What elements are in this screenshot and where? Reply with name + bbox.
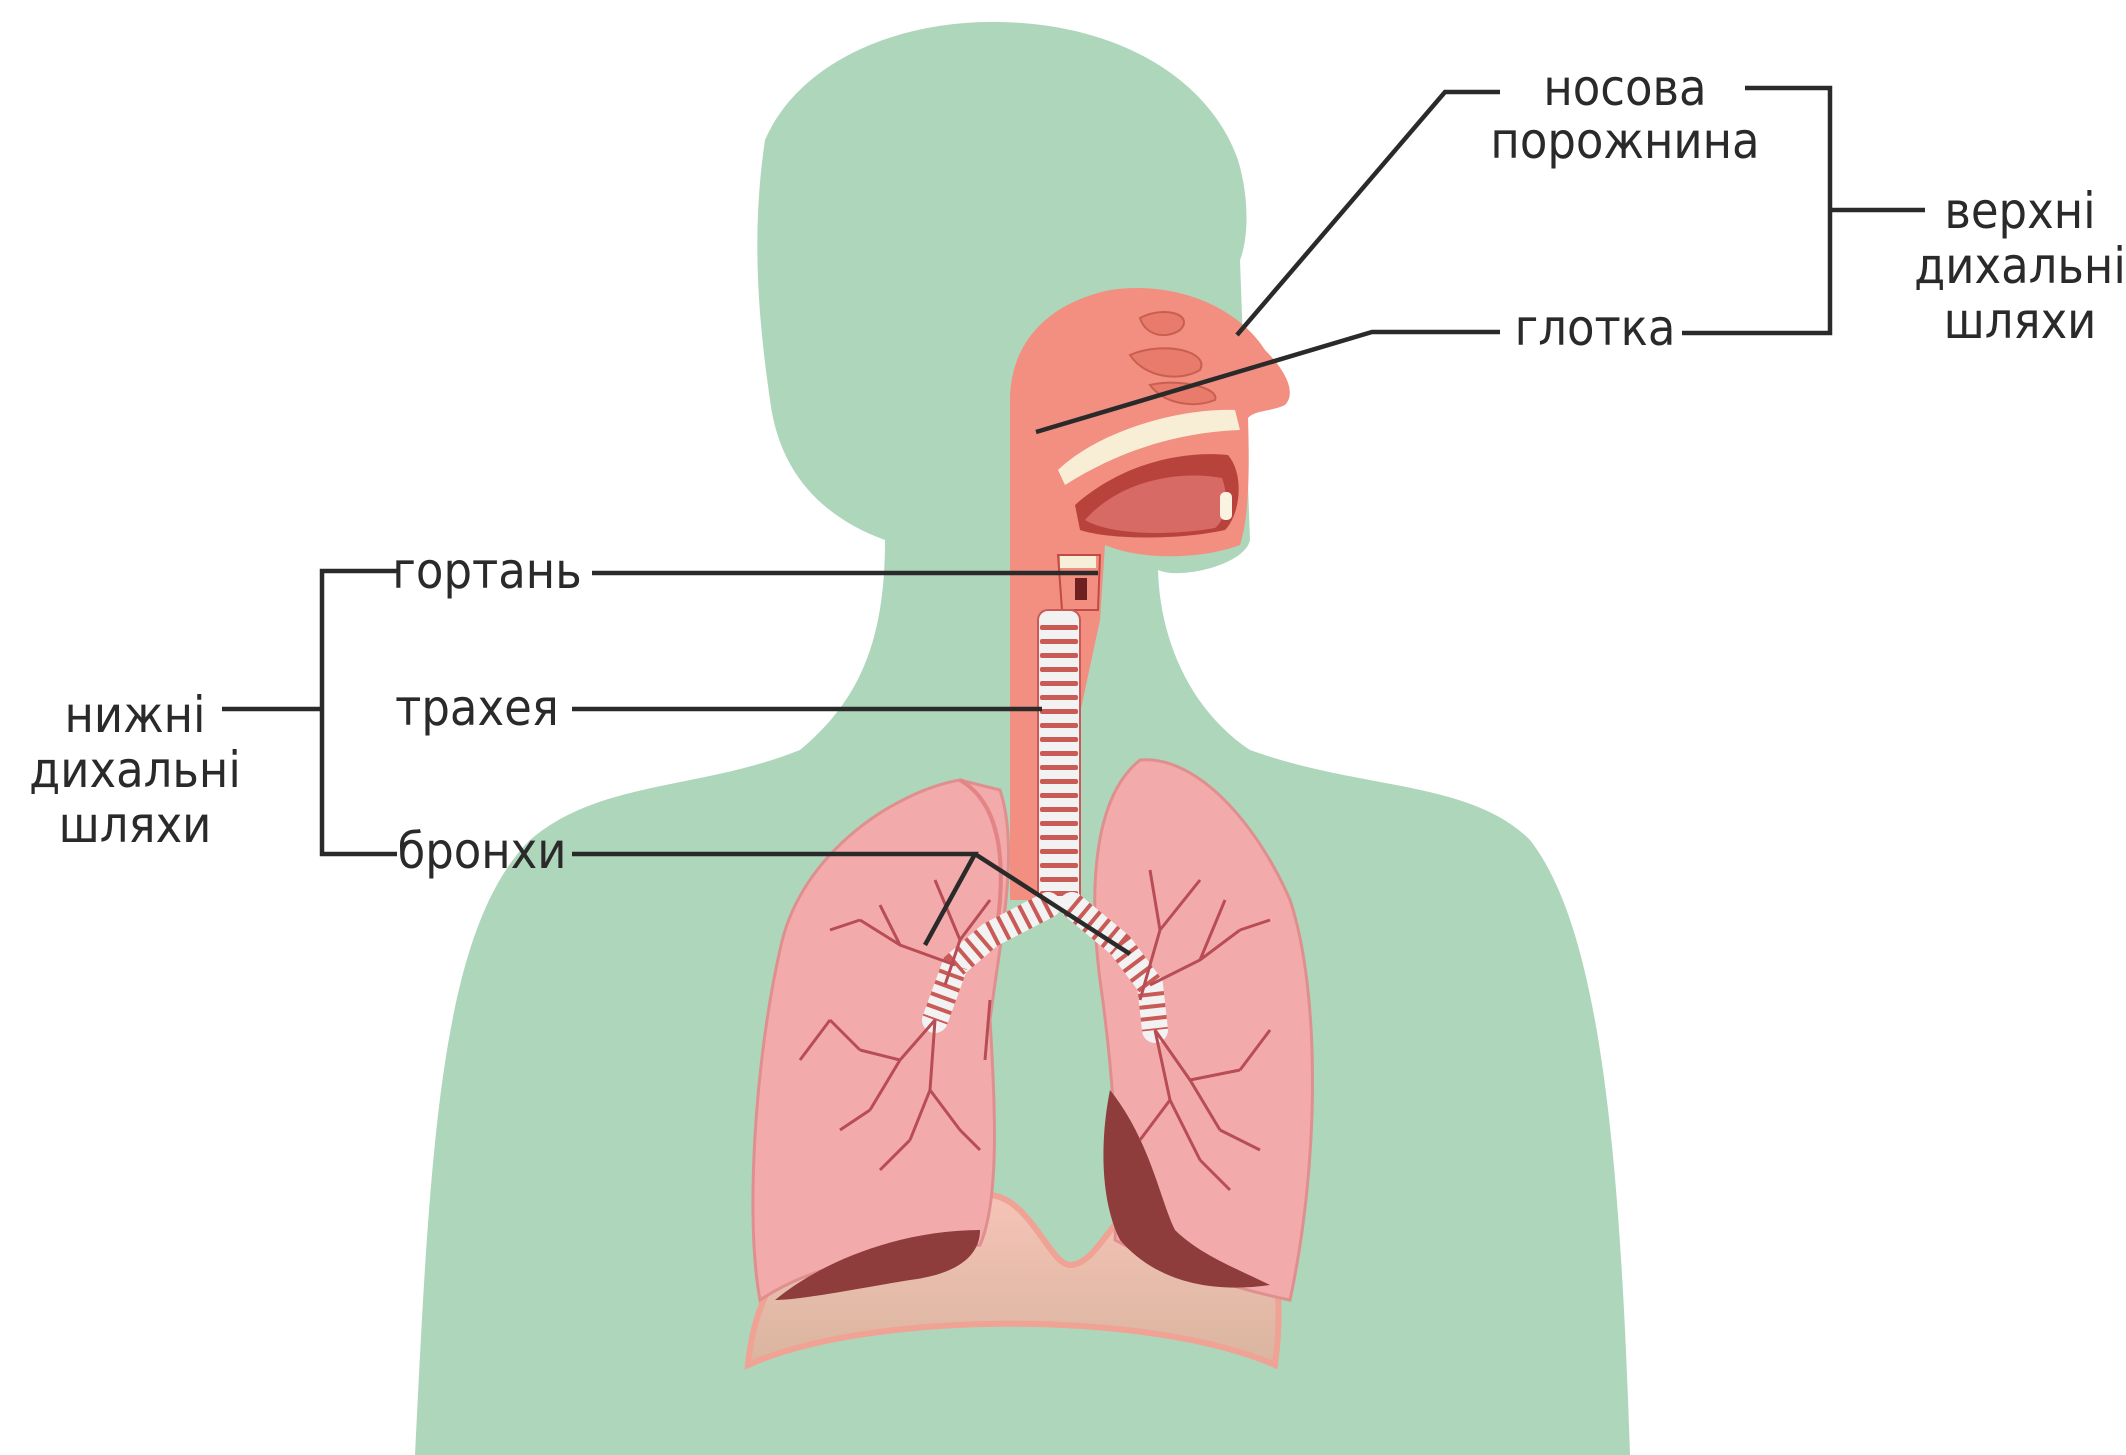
label-nasal-cavity-1: носова bbox=[1543, 59, 1706, 117]
vocal-cords bbox=[1075, 578, 1087, 600]
trachea-ring bbox=[1040, 751, 1078, 756]
trachea-ring bbox=[1040, 625, 1078, 630]
label-trachea: трахея bbox=[395, 679, 559, 737]
epiglottis bbox=[1060, 556, 1096, 568]
trachea-ring bbox=[1040, 807, 1078, 812]
leader-nasal-cavity bbox=[1237, 92, 1500, 335]
trachea-ring bbox=[1040, 863, 1078, 868]
bracket-lower bbox=[322, 571, 397, 854]
label-lower-airways-3: шляхи bbox=[59, 796, 212, 854]
label-upper-airways-1: верхні bbox=[1944, 182, 2095, 240]
trachea-ring bbox=[1040, 639, 1078, 644]
trachea-ring bbox=[1040, 695, 1078, 700]
label-lower-airways-1: нижні bbox=[64, 686, 205, 744]
trachea-ring bbox=[1040, 709, 1078, 714]
label-pharynx: глотка bbox=[1515, 299, 1676, 357]
trachea-ring bbox=[1040, 737, 1078, 742]
trachea-ring bbox=[1040, 835, 1078, 840]
trachea-ring bbox=[1040, 723, 1078, 728]
label-larynx: гортань bbox=[392, 542, 581, 600]
trachea-ring bbox=[1040, 793, 1078, 798]
trachea-ring bbox=[1040, 681, 1078, 686]
trachea-ring bbox=[1040, 821, 1078, 826]
label-upper-airways-2: дихальні bbox=[1914, 237, 2126, 295]
trachea-ring bbox=[1040, 653, 1078, 658]
label-upper-airways-3: шляхи bbox=[1944, 292, 2097, 350]
trachea-group bbox=[1038, 610, 1080, 910]
trachea-ring bbox=[1040, 779, 1078, 784]
label-nasal-cavity-2: порожнина bbox=[1490, 112, 1759, 170]
trachea-ring bbox=[1040, 765, 1078, 770]
label-bronchi: бронхи bbox=[397, 822, 566, 880]
trachea-ring bbox=[1040, 877, 1078, 882]
front-tooth bbox=[1220, 492, 1232, 520]
trachea-ring bbox=[1040, 849, 1078, 854]
label-lower-airways-2: дихальні bbox=[29, 741, 241, 799]
trachea-ring bbox=[1040, 667, 1078, 672]
